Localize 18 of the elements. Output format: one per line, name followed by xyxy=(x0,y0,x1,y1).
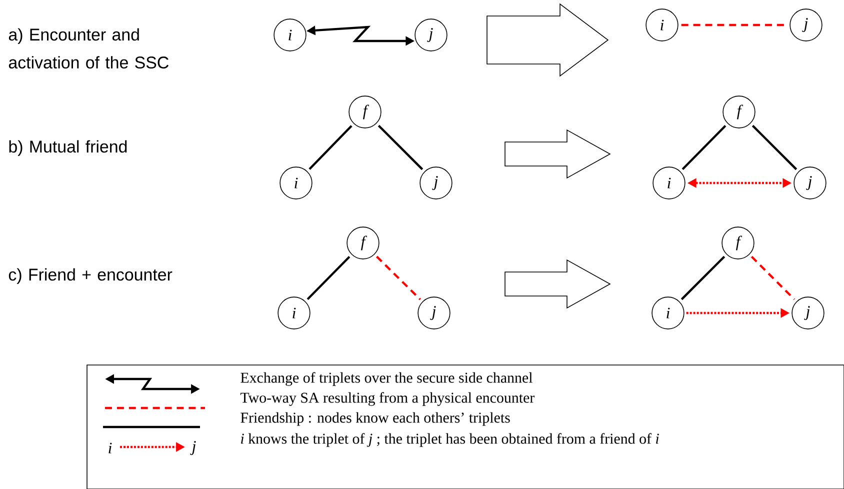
row-label: a) Encounter and activation of the SSC xyxy=(8,28,169,69)
sample-letter: j xyxy=(190,441,196,455)
connector xyxy=(680,256,726,300)
connector xyxy=(378,124,424,170)
row-label: b) Mutual friend xyxy=(9,140,127,156)
sample-letter: i xyxy=(108,442,112,454)
connector xyxy=(306,256,350,300)
row-label: c) Friend + encounter xyxy=(8,268,172,284)
connector xyxy=(681,24,787,26)
connector xyxy=(376,256,422,300)
connector xyxy=(752,124,798,170)
legend-text: Friendship : nodes know each others’ triplets xyxy=(240,412,510,426)
connector xyxy=(682,124,726,170)
connector xyxy=(308,125,352,170)
legend-text: Exchange of triplets over the secure side channel xyxy=(240,372,532,386)
connector xyxy=(750,256,796,300)
legend-text: Two-way SA resulting from a physical encounter xyxy=(240,392,535,406)
legend-text: i knows the triplet ofj ; the triplet has been obtained from a friend of i xyxy=(241,433,659,447)
